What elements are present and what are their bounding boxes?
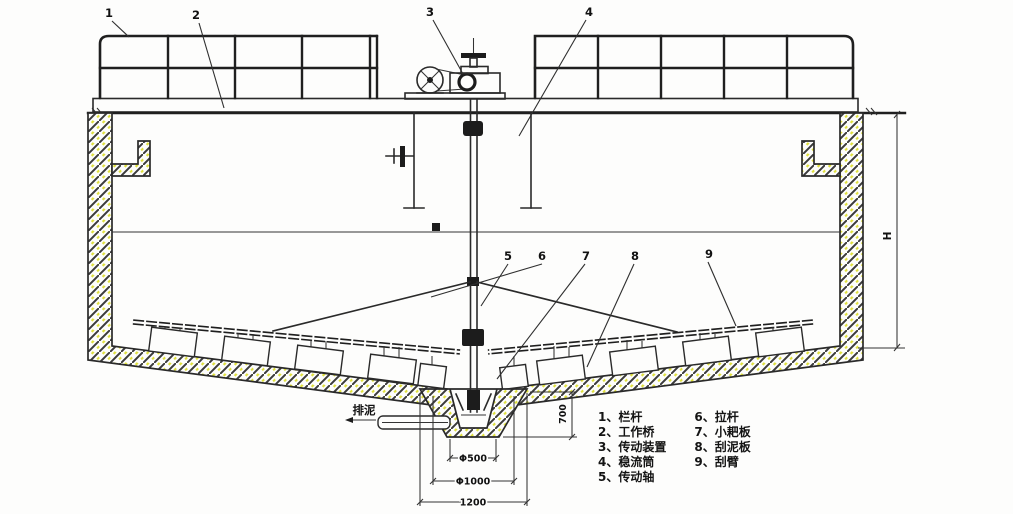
dimension-tank-height: H xyxy=(858,110,905,352)
dimension-phi1000: Φ1000 xyxy=(429,396,518,489)
callout-5: 5 xyxy=(504,249,512,263)
scraper-blade xyxy=(366,353,418,385)
scraper-blade xyxy=(293,344,345,376)
right-handrail xyxy=(533,34,855,100)
scraper-blade xyxy=(220,335,272,367)
scraper-blade xyxy=(608,345,660,377)
dim-1200-text: 1200 xyxy=(460,498,487,509)
input-shaft-handwheel xyxy=(461,38,486,68)
drive-shaft xyxy=(462,98,484,413)
discharge-text: 排泥 xyxy=(353,403,376,417)
shaft-bearing-detail xyxy=(454,390,493,416)
water-level-marker xyxy=(432,223,440,231)
right-launder xyxy=(801,140,841,177)
callout-4: 4 xyxy=(585,5,593,19)
feed-pipe-stub xyxy=(385,146,414,167)
small-rake-plate xyxy=(417,362,448,390)
drive-unit xyxy=(404,38,506,100)
work-bridge-deck xyxy=(92,97,859,113)
callout-2: 2 xyxy=(192,8,200,22)
dimension-1200: 1200 xyxy=(416,393,531,510)
tie-rods xyxy=(272,281,678,333)
callout-6: 6 xyxy=(538,249,546,263)
left-rake-arm xyxy=(132,319,461,355)
small-rake-plate xyxy=(498,363,530,391)
scraper-blade xyxy=(535,354,587,386)
dim-H-text: H xyxy=(882,232,894,241)
legend-item: 6、拉杆 xyxy=(694,410,739,424)
right-rake-arm xyxy=(487,319,814,355)
legend-item: 4、稳流筒 xyxy=(598,455,655,469)
callout-7: 7 xyxy=(582,249,590,263)
sludge-discharge-pipe xyxy=(377,415,451,430)
tie-rod-apex-block xyxy=(467,277,479,286)
callout-3: 3 xyxy=(426,5,434,19)
scraper-blades-left xyxy=(147,326,418,385)
left-launder xyxy=(111,140,151,177)
legend-column-right: 6、拉杆 7、小耙板 8、刮泥板 9、刮臂 xyxy=(694,410,750,485)
legend-column-left: 1、栏杆 2、工作桥 3、传动装置 4、稳流筒 5、传动轴 xyxy=(598,410,666,485)
scraper-blade xyxy=(681,335,733,367)
scraper-blade xyxy=(754,326,806,358)
dimension-phi500: Φ500 xyxy=(446,439,500,466)
legend-item: 1、栏杆 xyxy=(598,410,643,424)
parts-legend: 1、栏杆 2、工作桥 3、传动装置 4、稳流筒 5、传动轴 6、拉杆 7、小耙板… xyxy=(598,410,818,485)
callout-1: 1 xyxy=(105,6,113,20)
legend-item: 3、传动装置 xyxy=(598,440,667,454)
dimension-cone-depth: 700 xyxy=(503,388,577,441)
discharge-arrow xyxy=(345,417,353,423)
callout-9: 9 xyxy=(705,247,713,261)
scraper-blades-right xyxy=(535,326,806,386)
left-handrail xyxy=(98,34,379,100)
small-rake-plates xyxy=(417,356,530,391)
shaft-coupling xyxy=(463,121,483,136)
motor xyxy=(416,66,444,94)
water-level-line xyxy=(112,223,840,233)
rake-hub xyxy=(462,329,484,346)
sludge-discharge-label: 排泥 xyxy=(345,403,376,423)
legend-item: 9、刮臂 xyxy=(694,455,739,469)
sludge-cone xyxy=(418,388,529,438)
legend-item: 2、工作桥 xyxy=(598,425,655,439)
dim-phi1000-text: Φ1000 xyxy=(456,477,491,488)
callout-8: 8 xyxy=(631,249,639,263)
dim-700-text: 700 xyxy=(558,404,569,424)
callout-numbers: 1 2 3 4 5 6 7 8 9 xyxy=(105,5,713,263)
legend-item: 7、小耙板 xyxy=(694,425,751,439)
legend-item: 5、传动轴 xyxy=(598,470,655,484)
legend-item: 8、刮泥板 xyxy=(694,440,751,454)
scraper-blade xyxy=(147,326,199,358)
dim-phi500-text: Φ500 xyxy=(459,454,487,465)
feed-well xyxy=(403,112,542,209)
callout-leaders xyxy=(111,19,737,380)
